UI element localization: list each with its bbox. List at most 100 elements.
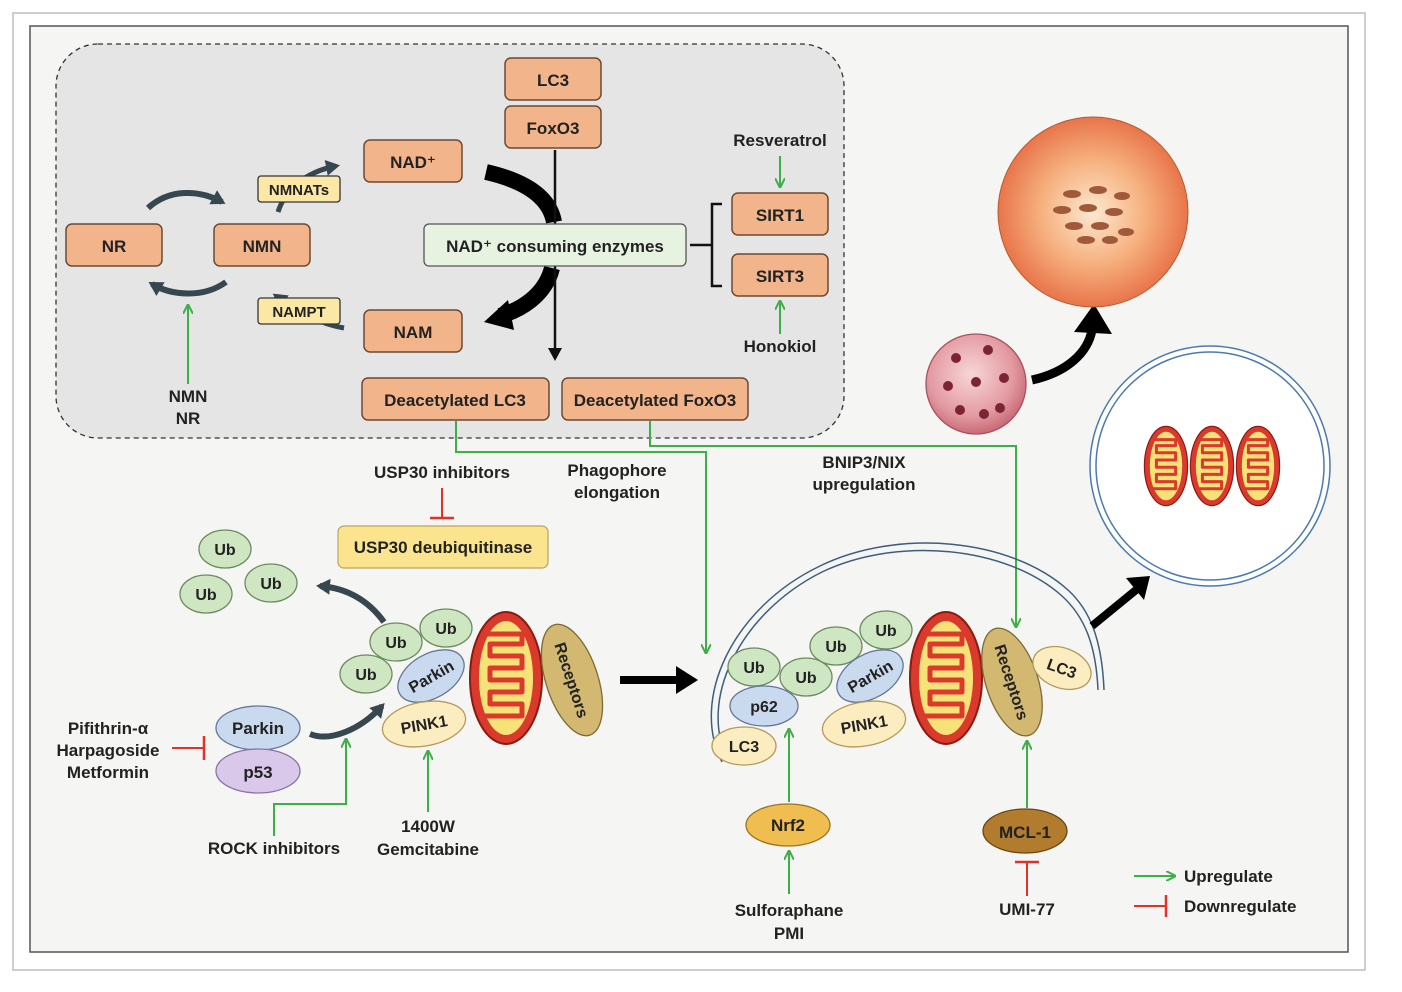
engulfed-mito-1	[1142, 424, 1190, 508]
bound-ub-2-label: Ub	[435, 621, 457, 638]
receptors-left	[540, 623, 604, 737]
p53-inhibitor-3: Metformin	[67, 763, 149, 782]
sirt3-label: SIRT3	[756, 267, 804, 286]
fusion-arrowhead	[1074, 304, 1112, 334]
right-ub-4	[859, 610, 913, 650]
right-ub-3-label: Ub	[825, 639, 847, 656]
sirt1-box	[731, 192, 829, 236]
nampt-box	[257, 297, 341, 325]
p53-inhibitor-2: Harpagoside	[57, 741, 160, 760]
p62-ellipse	[729, 685, 799, 727]
free-ub-1-label: Ub	[214, 542, 236, 559]
foxo3-box	[504, 105, 602, 149]
autophagosome-inner-membrane	[1095, 351, 1325, 581]
phagophore-label-2: elongation	[574, 483, 660, 502]
degraded-fragments	[1053, 186, 1134, 244]
free-ub-2-label: Ub	[195, 587, 217, 604]
umi77-label: UMI-77	[999, 900, 1055, 919]
mitochondrion-icon	[470, 612, 542, 744]
parkin-p53-parkin-label: Parkin	[232, 719, 284, 738]
usp30-inhibitors-label: USP30 inhibitors	[374, 463, 510, 482]
right-ub-2-label: Ub	[795, 670, 817, 687]
autolysosome-icon	[997, 116, 1189, 308]
p53-ellipse	[215, 748, 301, 794]
right-ub-1-label: Ub	[743, 660, 765, 677]
right-ub-1	[727, 647, 781, 687]
nam-box	[363, 309, 463, 353]
nam-label: NAM	[394, 323, 433, 342]
bound-ub-3-label: Ub	[355, 667, 377, 684]
parkin-left	[397, 649, 465, 703]
free-ub-3	[244, 563, 298, 603]
usp30-deubiquitinase-box	[337, 525, 549, 569]
free-ub-3-label: Ub	[260, 576, 282, 593]
rock-inhibitors-label: ROCK inhibitors	[208, 839, 340, 858]
lc3-left-label: LC3	[729, 739, 759, 756]
phagophore-label-1: Phagophore	[567, 461, 666, 480]
bound-ub-3	[339, 654, 393, 694]
resveratrol-label: Resveratrol	[733, 131, 827, 150]
deacetylated-foxo3-label: Deacetylated FoxO3	[574, 391, 737, 410]
bnip3-label-1: BNIP3/NIX	[822, 453, 906, 472]
nr-label: NR	[102, 237, 127, 256]
to-autophagosome-arrow-shaft	[1089, 586, 1139, 630]
deacetylated-lc3-box	[361, 377, 550, 421]
sirt-bracket	[710, 202, 722, 288]
p53-inhibitor-1: Pifithrin-α	[68, 719, 149, 738]
p53-label: p53	[243, 763, 272, 782]
fusion-arrow	[1030, 328, 1097, 385]
rock-inhibitor-path	[273, 740, 346, 836]
pink1-drug-2: Gemcitabine	[377, 840, 479, 859]
nad-consuming-enzymes-box	[423, 223, 687, 267]
legend-downregulate-label: Downregulate	[1184, 897, 1296, 916]
foxo3-bnip3-path	[649, 421, 1016, 626]
nrf2-label: Nrf2	[771, 816, 805, 835]
nad-box	[363, 139, 463, 183]
deacetylated-lc3-label: Deacetylated LC3	[384, 391, 526, 410]
parkin-recruitment-arrow	[308, 703, 385, 740]
bound-ub-2	[419, 608, 473, 648]
cycle-arrow-top	[145, 190, 226, 211]
mitochondrion-right-icon	[910, 612, 982, 744]
ub-removal-arrow	[316, 578, 387, 624]
nmn-box	[213, 223, 311, 267]
usp30-deubiquitinase-label: USP30 deubiquitinase	[354, 538, 533, 557]
bound-ub-1-label: Ub	[385, 635, 407, 652]
right-ub-2	[779, 657, 833, 697]
mcl1-ellipse	[982, 808, 1068, 854]
mcl1-label: MCL-1	[999, 823, 1051, 842]
right-ub-3	[809, 626, 863, 666]
nmnats-box	[257, 175, 341, 203]
supplement-nmn: NMN	[169, 387, 208, 406]
nampt-label: NAMPT	[272, 304, 325, 321]
nad-consuming-enzymes-label: NAD⁺ consuming enzymes	[446, 237, 664, 256]
phagophore-outer-membrane	[710, 542, 1105, 763]
lc3-left-ellipse	[711, 726, 777, 766]
nmnats-label: NMNATs	[269, 182, 329, 199]
foxo3-label: FoxO3	[527, 119, 580, 138]
nrf2-drug-2: PMI	[774, 924, 804, 943]
bound-ub-1	[369, 622, 423, 662]
nam-arrowhead	[484, 300, 514, 330]
nrf2-drug-1: Sulforaphane	[735, 901, 844, 920]
nad-consumption-arrow	[484, 164, 562, 224]
lc3-label: LC3	[537, 71, 569, 90]
nmn-label: NMN	[243, 237, 282, 256]
sirt3-box	[731, 253, 829, 297]
nad-label: NAD⁺	[390, 153, 436, 172]
engulfed-mito-2	[1188, 424, 1236, 508]
right-ub-4-label: Ub	[875, 623, 897, 640]
lc3-box	[504, 57, 602, 101]
bnip3-label-2: upregulation	[813, 475, 916, 494]
supplement-nr: NR	[176, 409, 201, 428]
deacetylated-foxo3-box	[561, 377, 749, 421]
pink1-drug-1: 1400W	[401, 817, 456, 836]
to-autophagosome-arrowhead	[1126, 576, 1150, 600]
to-phagophore-arrowhead	[676, 666, 698, 694]
honokiol-label: Honokiol	[744, 337, 817, 356]
free-ub-2	[179, 574, 233, 614]
pink1-right	[821, 700, 907, 748]
free-ub-1	[198, 529, 252, 569]
pink1-left	[381, 700, 467, 748]
